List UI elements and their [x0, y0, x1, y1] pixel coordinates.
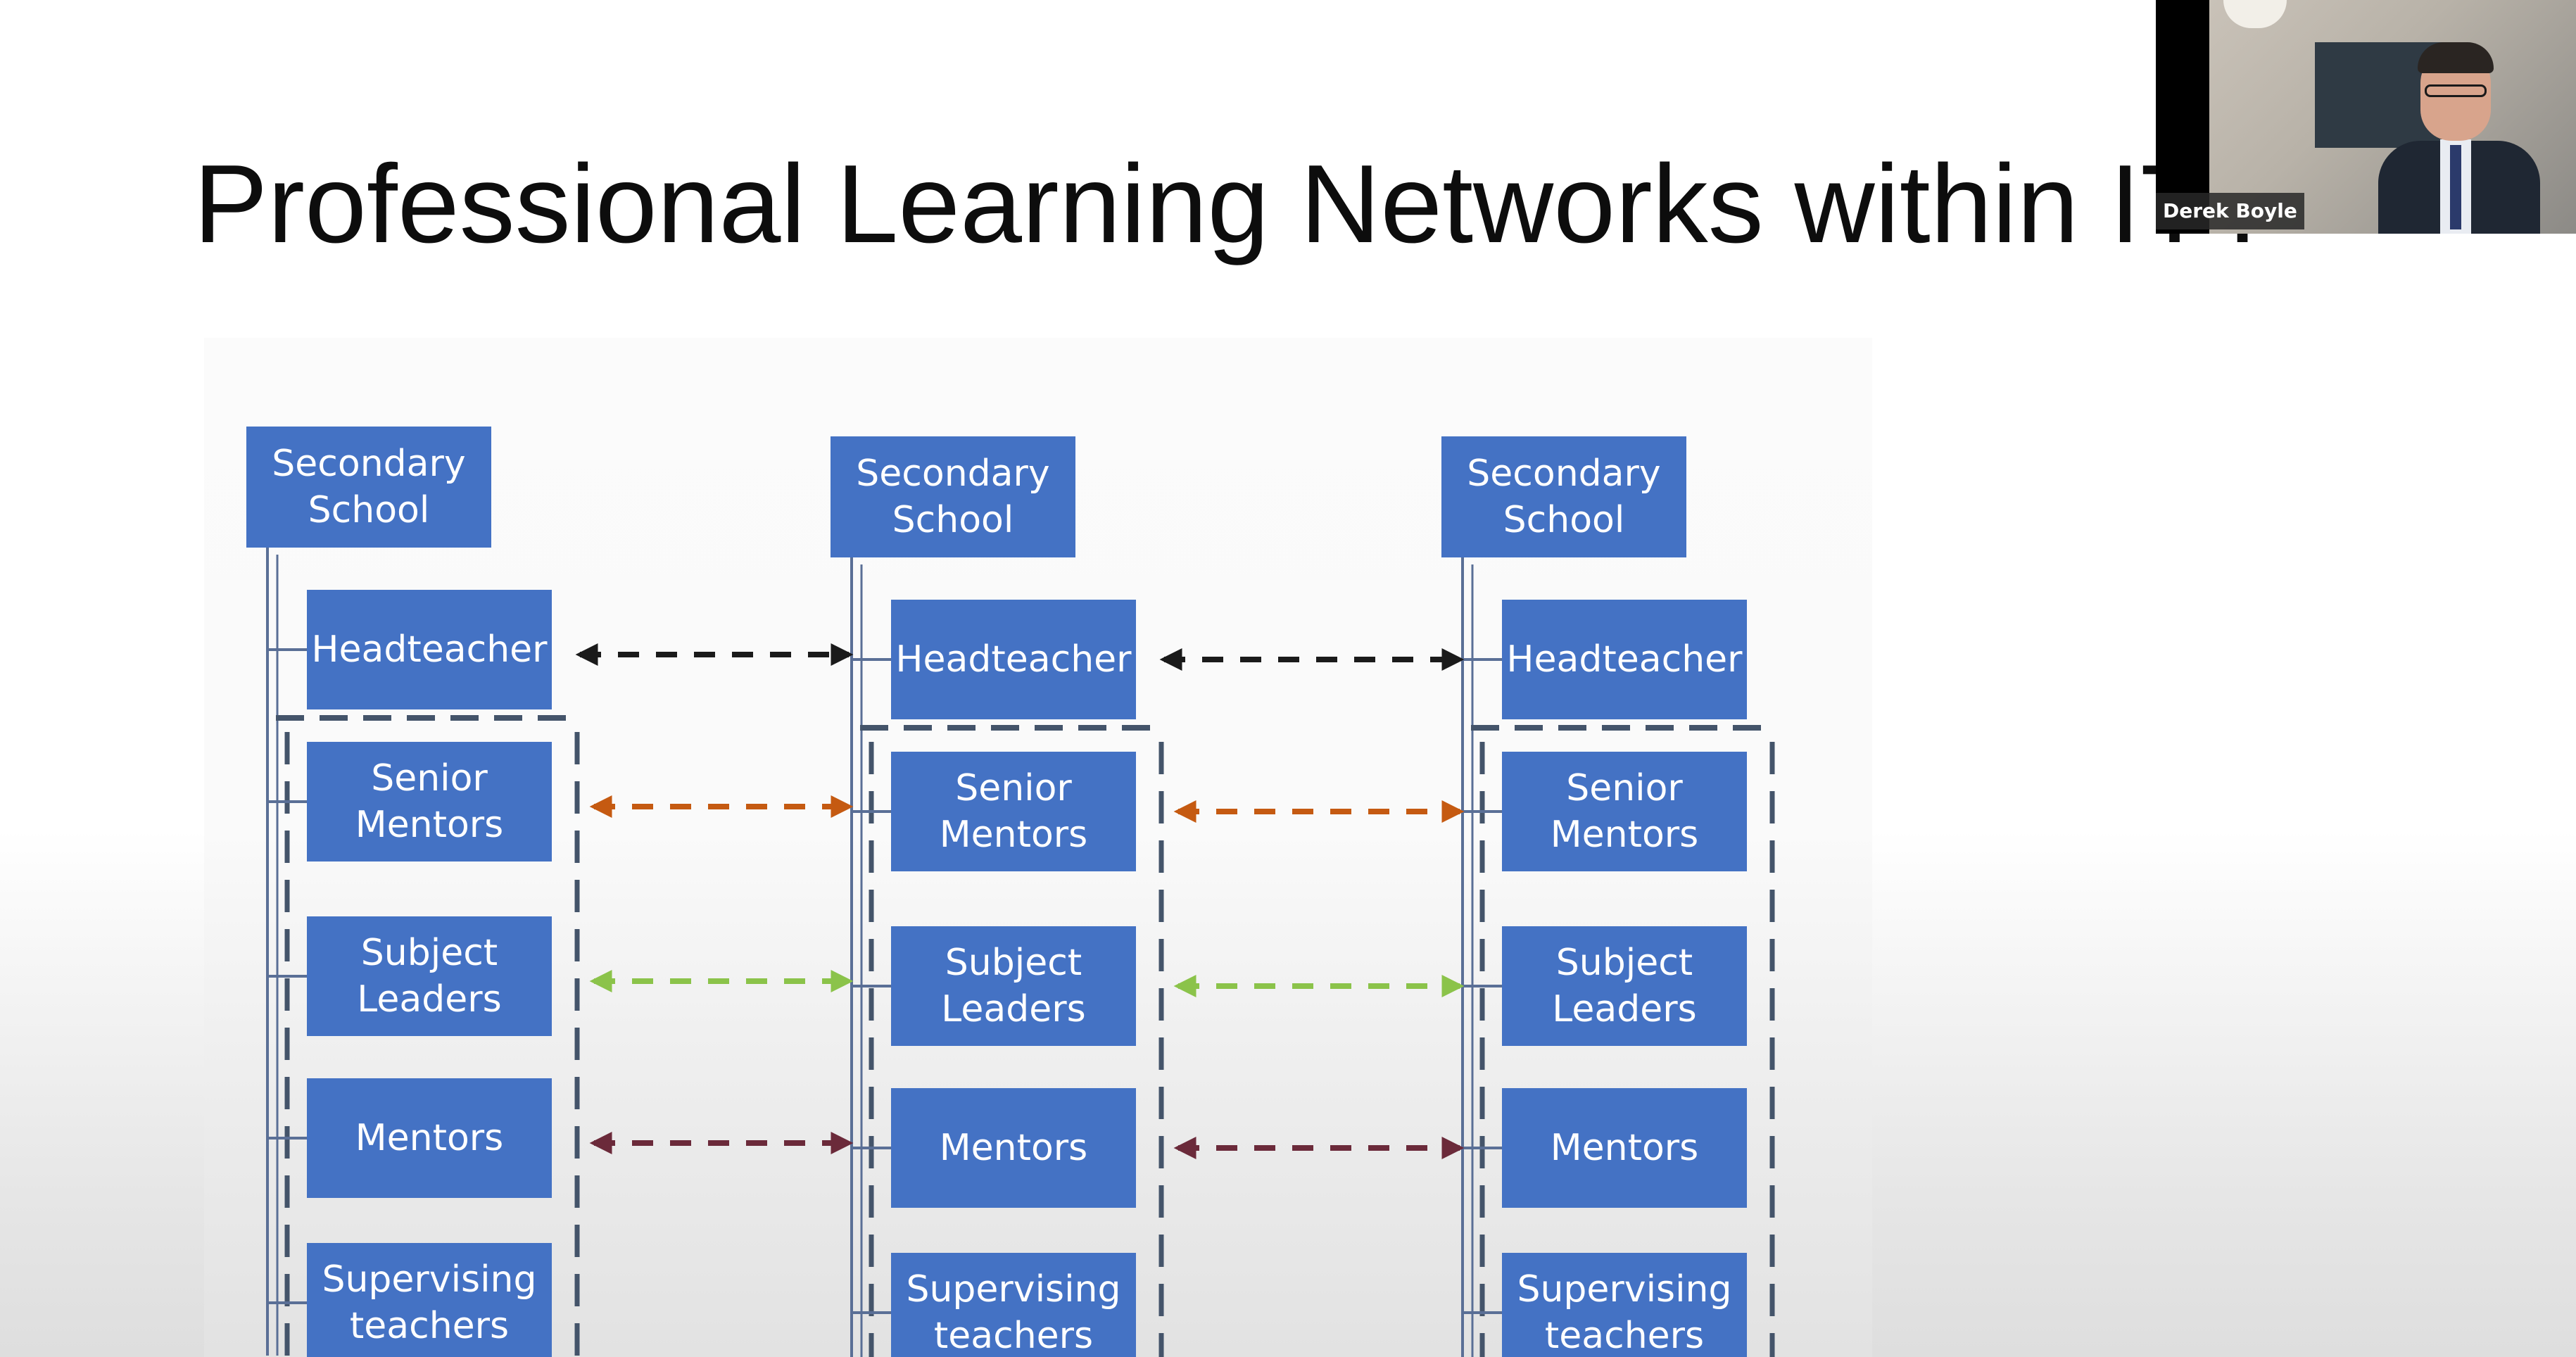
background-lamp [2223, 0, 2287, 28]
role-box-headteacher-label: Headteacher [1506, 638, 1743, 681]
role-box-mentors: Mentors [307, 1078, 552, 1198]
role-box-headteacher: Headteacher [307, 590, 552, 709]
participant-glasses [2425, 84, 2487, 97]
role-box-headteacher-label: Headteacher [311, 629, 548, 671]
role-box-mentors-label: Mentors [355, 1117, 504, 1159]
slide-title: Professional Learning Networks within IT… [194, 142, 2277, 266]
role-box-headteacher-label: Headteacher [895, 638, 1132, 681]
role-box-headteacher: Headteacher [891, 600, 1136, 719]
role-box-mentors: Mentors [1502, 1088, 1747, 1208]
participant-name-label: Derek Boyle [2156, 193, 2304, 229]
participant-tie [2450, 145, 2461, 229]
role-box-mentors-label: Mentors [939, 1127, 1088, 1169]
role-box-mentors: Mentors [891, 1088, 1136, 1208]
role-box-headteacher: Headteacher [1502, 600, 1747, 719]
participant-video-tile[interactable] [2156, 0, 2576, 234]
participant-hair [2418, 42, 2494, 73]
role-box-mentors-label: Mentors [1550, 1127, 1699, 1169]
